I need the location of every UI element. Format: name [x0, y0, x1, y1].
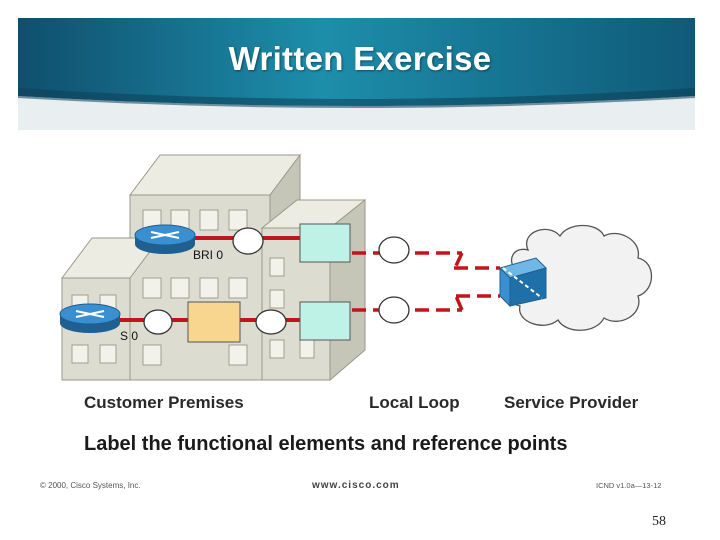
- reference-point: [143, 309, 173, 335]
- interface-label-bri: BRI 0: [193, 248, 223, 262]
- router-icon: [59, 303, 121, 333]
- link-lower-dashed: [352, 294, 500, 312]
- building-tall: [129, 153, 301, 381]
- switch-icon: [499, 257, 547, 308]
- label-customer-premises: Customer Premises: [84, 393, 244, 412]
- reference-point: [378, 296, 410, 324]
- reference-point: [255, 309, 287, 335]
- instruction-text: Label the functional elements and refere…: [84, 433, 568, 455]
- functional-box: [187, 301, 241, 343]
- interface-label-serial: S 0: [120, 329, 138, 343]
- label-service-provider: Service Provider: [504, 393, 639, 412]
- footer-copyright: © 2000, Cisco Systems, Inc.: [40, 481, 141, 490]
- link-upper-dashed: [352, 251, 500, 270]
- page-number: 58: [652, 514, 666, 529]
- label-local-loop: Local Loop: [369, 393, 460, 412]
- reference-point: [378, 236, 410, 264]
- reference-point: [232, 227, 264, 255]
- slide-title: Written Exercise: [228, 40, 492, 77]
- router-icon: [134, 224, 196, 254]
- footer-website: www.cisco.com: [312, 480, 400, 491]
- title-banner: [18, 18, 695, 130]
- footer-course-code: ICND v1.0a—13-12: [596, 481, 662, 490]
- functional-box: [299, 223, 351, 263]
- functional-box: [299, 301, 351, 341]
